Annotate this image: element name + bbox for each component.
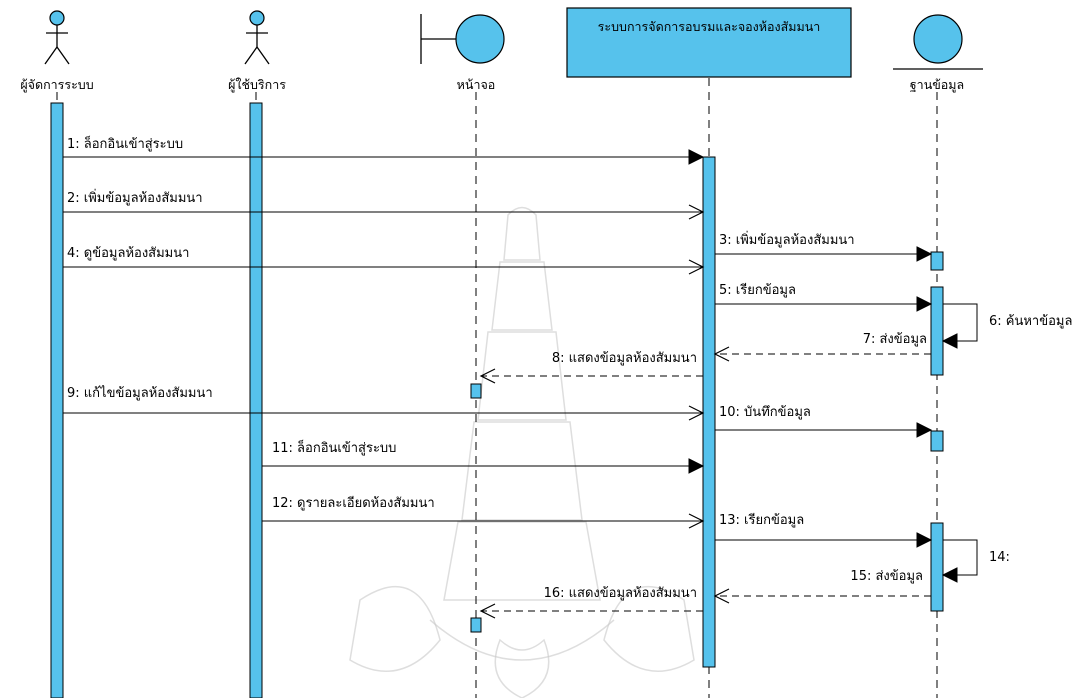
message-label: 15: ส่งข้อมูล xyxy=(850,569,923,584)
message-label: 1: ล็อกอินเข้าสู่ระบบ xyxy=(67,134,183,152)
message-label: 6: ค้นหาข้อมูล xyxy=(989,314,1072,329)
control-box xyxy=(566,7,852,78)
arrowhead-open-icon xyxy=(688,513,705,529)
activation-db xyxy=(930,522,944,612)
message-4: 4: ดูข้อมูลห้องสัมมนา xyxy=(63,246,705,275)
message-15: 15: ส่งข้อมูล xyxy=(713,569,931,604)
watermark-seal xyxy=(349,206,695,698)
activation-db xyxy=(930,286,944,376)
participant-admin: ผู้จัดการระบบ xyxy=(20,10,94,93)
arrowhead-filled-icon xyxy=(688,149,705,165)
boundary-icon xyxy=(420,14,505,64)
activation-screen xyxy=(470,383,482,399)
actor-icon xyxy=(244,10,270,65)
arrowhead-open-icon xyxy=(479,603,496,619)
message-3: 3: เพิ่มข้อมูลห้องสัมมนา xyxy=(715,231,933,262)
entity-icon xyxy=(893,14,983,70)
message-2: 2: เพิ่มข้อมูลห้องสัมมนา xyxy=(63,189,705,220)
message-13: 13: เรียกข้อมูล xyxy=(715,512,933,548)
message-1: 1: ล็อกอินเข้าสู่ระบบ xyxy=(63,134,705,165)
message-label: 3: เพิ่มข้อมูลห้องสัมมนา xyxy=(719,231,855,248)
arrowhead-open-icon xyxy=(688,259,705,275)
message-10: 10: บันทึกข้อมูล xyxy=(715,405,933,438)
arrowhead-filled-icon xyxy=(941,567,958,583)
activation-system xyxy=(702,156,716,668)
message-label: 16: แสดงข้อมูลห้องสัมมนา xyxy=(544,586,697,601)
activation-db xyxy=(930,430,944,452)
message-label: 7: ส่งข้อมูล xyxy=(863,332,927,347)
participant-label: ฐานข้อมูล xyxy=(910,77,964,93)
activation-db xyxy=(930,251,944,271)
arrowhead-filled-icon xyxy=(941,333,958,349)
message-label: 12: ดูรายละเอียดห้องสัมมนา xyxy=(272,495,435,511)
message-5: 5: เรียกข้อมูล xyxy=(715,282,933,312)
arrowhead-filled-icon xyxy=(916,296,933,312)
message-label: 14: xyxy=(989,550,1010,565)
arrowhead-open-icon xyxy=(479,368,496,384)
participant-label: ระบบการจัดการอบรมและจองห้องสัมมนา xyxy=(598,19,821,34)
activation-screen xyxy=(470,617,482,633)
arrowhead-open-icon xyxy=(713,346,730,362)
participant-label: ผู้ใช้บริการ xyxy=(228,77,286,93)
message-label: 5: เรียกข้อมูล xyxy=(719,282,796,298)
arrowhead-open-icon xyxy=(713,588,730,604)
arrowhead-filled-icon xyxy=(916,422,933,438)
message-16: 16: แสดงข้อมูลห้องสัมมนา xyxy=(479,586,703,619)
message-7: 7: ส่งข้อมูล xyxy=(713,332,931,362)
message-6-self: 6: ค้นหาข้อมูล xyxy=(941,303,1072,349)
participant-user: ผู้ใช้บริการ xyxy=(228,10,286,93)
message-8: 8: แสดงข้อมูลห้องสัมมนา xyxy=(479,351,703,384)
activation-user xyxy=(249,102,263,698)
message-label: 4: ดูข้อมูลห้องสัมมนา xyxy=(67,246,189,261)
participant-label: หน้าจอ xyxy=(457,77,496,92)
message-label: 2: เพิ่มข้อมูลห้องสัมมนา xyxy=(67,189,203,206)
message-9: 9: แก้ไขข้อมูลห้องสัมมนา xyxy=(63,385,705,421)
message-12: 12: ดูรายละเอียดห้องสัมมนา xyxy=(262,495,705,529)
message-label: 10: บันทึกข้อมูล xyxy=(719,405,811,420)
arrowhead-open-icon xyxy=(688,405,705,421)
message-label: 8: แสดงข้อมูลห้องสัมมนา xyxy=(552,351,697,366)
message-label: 13: เรียกข้อมูล xyxy=(719,512,804,528)
participant-system: ระบบการจัดการอบรมและจองห้องสัมมนา xyxy=(566,7,852,78)
arrowhead-filled-icon xyxy=(916,246,933,262)
message-11: 11: ล็อกอินเข้าสู่ระบบ xyxy=(262,438,705,474)
message-label: 11: ล็อกอินเข้าสู่ระบบ xyxy=(272,438,396,456)
arrowhead-filled-icon xyxy=(916,532,933,548)
arrowhead-filled-icon xyxy=(688,458,705,474)
arrowhead-open-icon xyxy=(688,204,705,220)
participant-label: ผู้จัดการระบบ xyxy=(20,77,93,93)
activation-admin xyxy=(50,102,64,698)
participant-db: ฐานข้อมูล xyxy=(893,14,983,93)
message-14-self: 14: xyxy=(941,539,1010,583)
message-label: 9: แก้ไขข้อมูลห้องสัมมนา xyxy=(67,385,213,401)
actor-icon xyxy=(44,10,70,65)
participant-screen: หน้าจอ xyxy=(420,14,505,92)
